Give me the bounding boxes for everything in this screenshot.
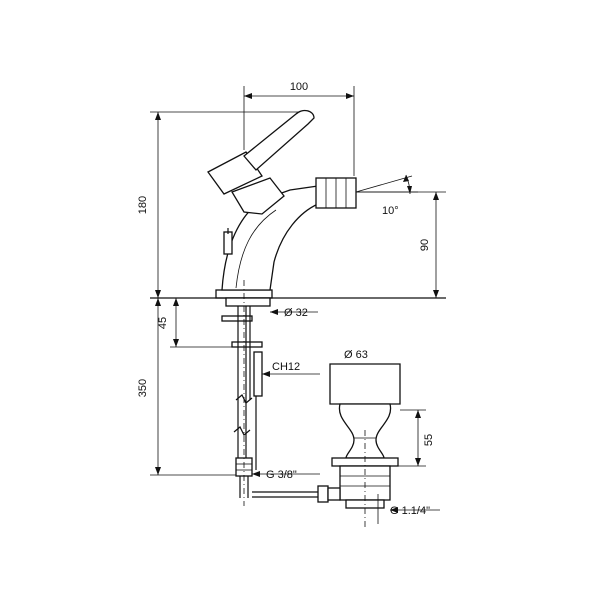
dim-drain-thread: G 1.1/4" [377,494,440,524]
mixer-body [207,109,357,299]
fixing-nut [221,315,253,322]
dim-shank-length: 350 [137,298,236,476]
popup-rod [223,231,233,255]
dim-base-depth: 45 [157,298,232,348]
shank-assembly [221,280,271,506]
dim-drain-diameter: Ø 63 [344,349,368,361]
hex-fitting [253,351,263,397]
dim-width-label: 100 [290,81,308,93]
linkage-connector [327,487,341,501]
dim-spout-height: 90 [356,191,446,298]
dim-height-total: 180 [137,111,300,298]
fixing-washer [225,297,271,307]
drain-plug-cap [329,363,401,405]
dim-spray-angle-label: 10° [382,205,399,217]
dim-hex-size-label: CH12 [272,361,300,373]
dim-base-depth-label: 45 [157,317,169,329]
dim-inlet-thread: G 3/8" [252,469,320,481]
mixer-cartridge-housing [231,177,285,215]
fixing-plate [231,341,263,348]
dim-spray-angle: 10° [355,174,418,217]
linkage-ball-joint [317,485,329,503]
dim-shank-length-label: 350 [137,379,149,397]
mixer-body-contour [235,209,277,289]
dim-height-total-label: 180 [137,196,149,214]
dim-drain-thread-label: G 1.1/4" [390,505,430,517]
dim-drain-diameter-label: Ø 63 [344,349,368,361]
dim-base-diameter-label: Ø 32 [284,307,308,319]
popup-drain [252,363,401,530]
dim-spout-height-label: 90 [419,239,431,251]
dim-inlet-thread-label: G 3/8" [266,469,297,481]
mixer-cap [207,151,263,195]
dim-drain-height-label: 55 [423,434,435,446]
dim-width: 100 [243,81,355,176]
dim-hex-size: CH12 [262,361,320,377]
dim-base-diameter: Ø 32 [270,307,318,319]
mixer-lever [243,109,315,171]
dim-drain-height: 55 [398,409,435,467]
